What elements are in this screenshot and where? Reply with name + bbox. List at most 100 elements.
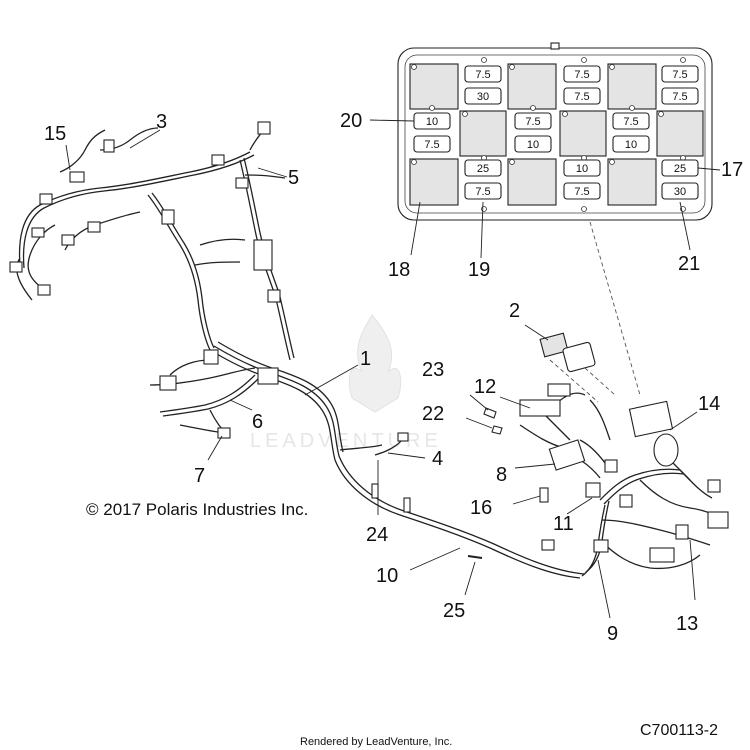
connector: [257, 367, 279, 385]
callout-10: 10: [376, 565, 398, 587]
fuse-label: 10: [527, 139, 539, 151]
fuse-column-1: 7.5 30: [464, 65, 502, 105]
leader-20: [369, 119, 415, 122]
fuse-label-17: 25: [674, 163, 686, 175]
leader-21: [679, 201, 691, 251]
harness-clamp: [371, 483, 379, 499]
leadventure-watermark: LEADVENTURE: [250, 314, 438, 452]
callout-7: 7: [194, 465, 205, 487]
connector: [31, 227, 45, 238]
connector: [9, 261, 23, 273]
leader-22: [465, 417, 493, 429]
callout-1: 1: [360, 348, 371, 370]
relay-slot: [607, 63, 657, 110]
leader-15: [65, 144, 71, 171]
connector: [649, 547, 675, 563]
relay-slot: [459, 110, 507, 157]
connector: [69, 171, 85, 183]
connector: [161, 209, 175, 225]
callout-17: 17: [721, 159, 743, 181]
fuse-column-8: 10 7.5: [563, 159, 601, 200]
callout-12: 12: [474, 376, 496, 398]
fuse-label-21: 30: [674, 186, 686, 198]
connector: [593, 539, 609, 553]
figure-code: C700113-2: [640, 722, 718, 739]
leader-18: [410, 201, 421, 256]
fuse-column-9: 25 30: [661, 159, 699, 200]
callout-11: 11: [553, 513, 574, 535]
relay-dashed-link: [549, 359, 599, 403]
fuse-label: 7.5: [672, 69, 687, 81]
fuse-label: 10: [576, 163, 588, 175]
callout-3: 3: [156, 111, 167, 133]
leader-10: [409, 547, 461, 571]
fuse-column-3: 7.5 7.5: [661, 65, 699, 105]
connector: [235, 177, 249, 189]
fuse-holder-grommet: [653, 433, 679, 467]
fuse-label: 30: [477, 91, 489, 103]
callout-23: 23: [422, 359, 444, 381]
callout-5: 5: [288, 167, 299, 189]
callout-25: 25: [443, 600, 465, 622]
fastener-part-16: [539, 487, 549, 503]
callout-4: 4: [432, 448, 443, 470]
connector: [61, 234, 75, 246]
fuse-terminal-dots: [411, 57, 686, 212]
connector: [707, 479, 721, 493]
fuse-column-2: 7.5 7.5: [563, 65, 601, 105]
callout-21: 21: [678, 253, 700, 275]
fuse-column-5: 7.5 10: [514, 112, 552, 153]
connector: [37, 284, 51, 296]
connector: [541, 539, 555, 551]
relay-slot-18: [409, 158, 459, 206]
callout-14: 14: [698, 393, 720, 415]
fuse-column-6: 7.5 10: [612, 112, 650, 153]
leader-5: [257, 167, 288, 178]
callout-15: 15: [44, 123, 66, 145]
fuse-label-20: 10: [426, 116, 438, 128]
fuse-label: 10: [625, 139, 637, 151]
relay-slot: [559, 110, 607, 157]
fastener-part-25: [467, 555, 483, 559]
leader-6: [229, 399, 253, 411]
leader-3: [129, 129, 161, 149]
leader-12: [499, 396, 531, 409]
fuse-label: 7.5: [672, 91, 687, 103]
control-module: [548, 439, 586, 471]
leader-16: [512, 495, 541, 505]
connector: [707, 511, 729, 529]
callout-13: 13: [676, 613, 698, 635]
connector: [159, 375, 177, 391]
callout-8: 8: [496, 464, 507, 486]
callout-16: 16: [470, 497, 492, 519]
fuse-label: 7.5: [475, 69, 490, 81]
callout-numbers: 15 3 5 1 6 7 4 24 10 25 9 13 11 16 8 12 …: [44, 110, 743, 645]
connector: [397, 432, 409, 442]
fuse-label: 7.5: [574, 91, 589, 103]
leader-7: [207, 435, 223, 461]
copyright-notice: © 2017 Polaris Industries Inc.: [86, 500, 308, 519]
callout-2: 2: [509, 300, 520, 322]
connector-cluster: [519, 399, 561, 417]
fastener-part-23: [483, 407, 497, 419]
leader-4: [387, 452, 426, 459]
fuse-box-inner-outline: [404, 54, 706, 214]
fuse-box: 7.5 30 7.5 7.5 7.5 7.5 10 7.5 7.5 10: [397, 42, 713, 221]
callout-6: 6: [252, 411, 263, 433]
relay-slot: [507, 63, 557, 110]
connector: [87, 221, 101, 233]
connector: [257, 121, 271, 135]
relay-cover-part-2: [562, 341, 596, 373]
leader-17: [697, 167, 721, 171]
connector: [604, 459, 618, 473]
fuse-label: 7.5: [623, 116, 638, 128]
fuse-label: 7.5: [574, 186, 589, 198]
leader-8: [514, 463, 556, 469]
fuse-box-dashed-link: [589, 221, 641, 396]
connector: [267, 289, 281, 303]
relay-slot: [607, 158, 657, 206]
callout-9: 9: [607, 623, 618, 645]
callout-19: 19: [468, 259, 490, 281]
fuse-label: 7.5: [525, 116, 540, 128]
leader-14: [669, 411, 698, 431]
